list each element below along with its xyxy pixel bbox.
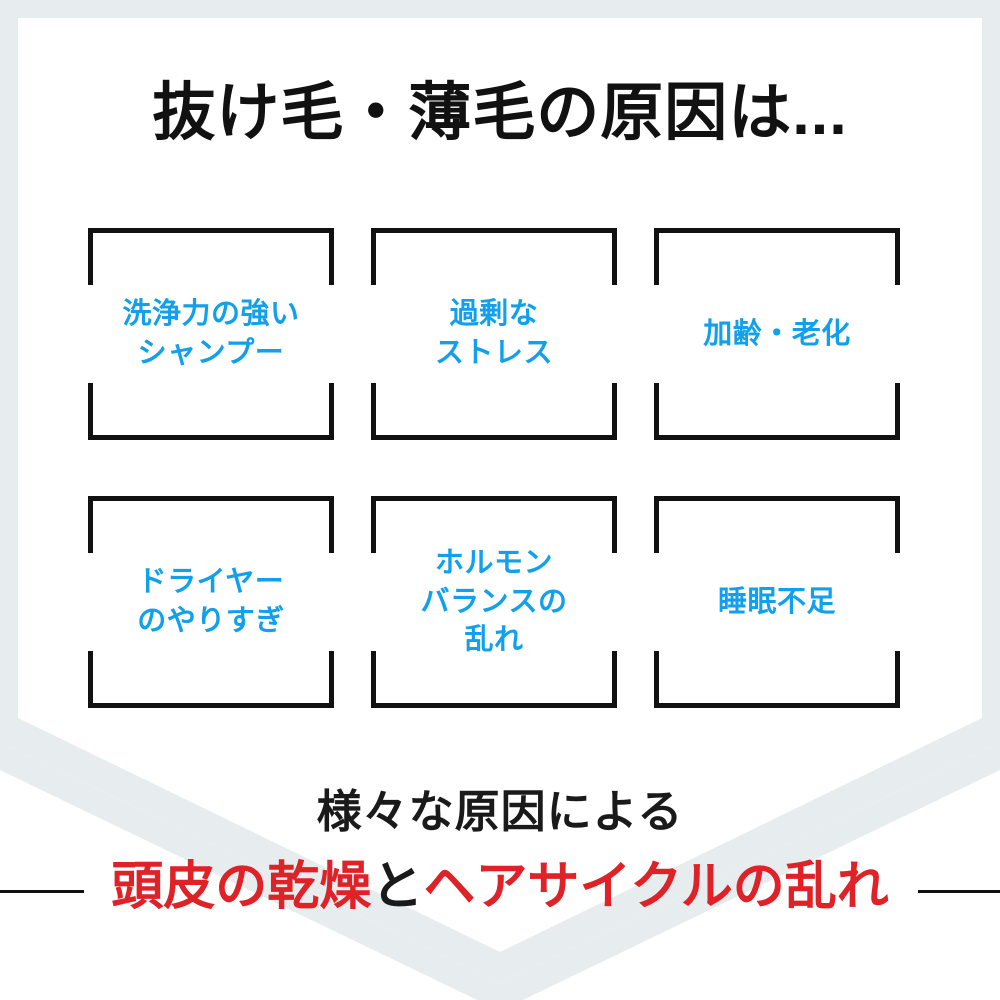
bracket-top-rail <box>88 228 334 285</box>
bracket-bottom-rail <box>654 651 900 708</box>
conclusion-line-2: 頭皮の乾燥とヘアサイクルの乱れ <box>0 861 1000 913</box>
bracket-top-rail <box>371 228 617 285</box>
cause-label: ドライヤー のやりすぎ <box>137 566 285 637</box>
conclusion-emphasis-haircycle: ヘアサイクルの乱れ <box>423 858 889 916</box>
cause-box-aging[interactable]: 加齢・老化 <box>654 228 900 440</box>
cause-label: 過剰な ストレス <box>434 298 553 369</box>
cause-label: 睡眠不足 <box>717 585 836 618</box>
cause-label: 洗浄力の強い シャンプー <box>122 298 300 369</box>
bracket-top-rail <box>88 496 334 553</box>
bracket-bottom-rail <box>371 383 617 440</box>
conclusion-conjunction: と <box>371 858 424 916</box>
rule-left <box>0 890 84 893</box>
cause-box-harsh-shampoo[interactable]: 洗浄力の強い シャンプー <box>88 228 334 440</box>
conclusion-emphasis-dryness: 頭皮の乾燥 <box>111 858 372 916</box>
conclusion-line-1: 様々な原因による <box>316 786 684 837</box>
rule-right <box>918 890 1000 893</box>
cause-label: 加齢・老化 <box>703 317 851 350</box>
cause-label: ホルモン バランスの 乱れ <box>420 547 568 657</box>
bracket-bottom-rail <box>88 651 334 708</box>
cause-box-lack-of-sleep[interactable]: 睡眠不足 <box>654 496 900 708</box>
cause-grid: 洗浄力の強い シャンプー 過剰な ストレス 加齢・老化 ドライヤー のやりすぎ … <box>88 228 900 708</box>
cause-box-excess-stress[interactable]: 過剰な ストレス <box>371 228 617 440</box>
cause-box-overuse-dryer[interactable]: ドライヤー のやりすぎ <box>88 496 334 708</box>
cause-box-hormone-balance[interactable]: ホルモン バランスの 乱れ <box>371 496 617 708</box>
bracket-bottom-rail <box>654 383 900 440</box>
bracket-bottom-rail <box>88 383 334 440</box>
bracket-top-rail <box>654 228 900 285</box>
page-title: 抜け毛・薄毛の原因は... <box>152 78 848 148</box>
bracket-top-rail <box>654 496 900 553</box>
